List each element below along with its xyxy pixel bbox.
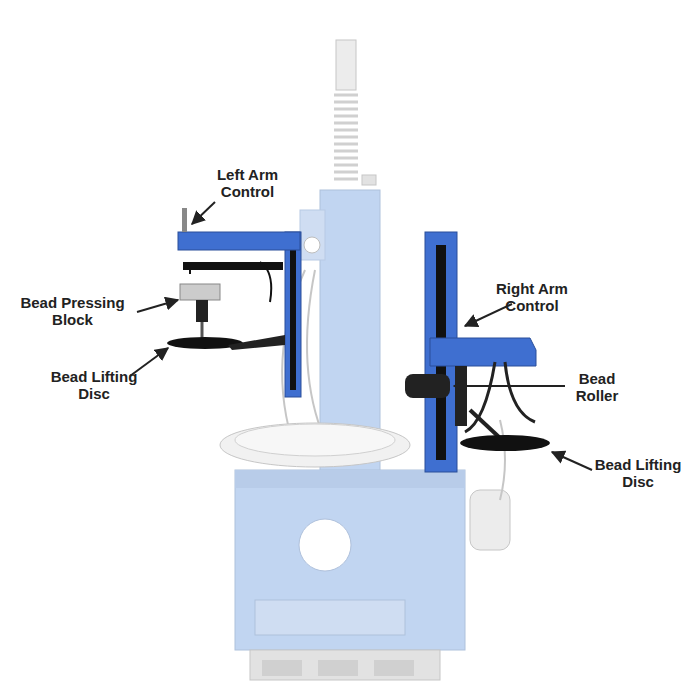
part-label: Left Arm Control (200, 166, 295, 200)
part-label: Bead Lifting Disc (40, 368, 148, 402)
part-label: Right Arm Control (482, 280, 582, 314)
part-label: Bead Lifting Disc (584, 456, 692, 490)
part-label: Bead Pressing Block (10, 294, 135, 328)
part-label: Bead Roller (566, 370, 628, 404)
